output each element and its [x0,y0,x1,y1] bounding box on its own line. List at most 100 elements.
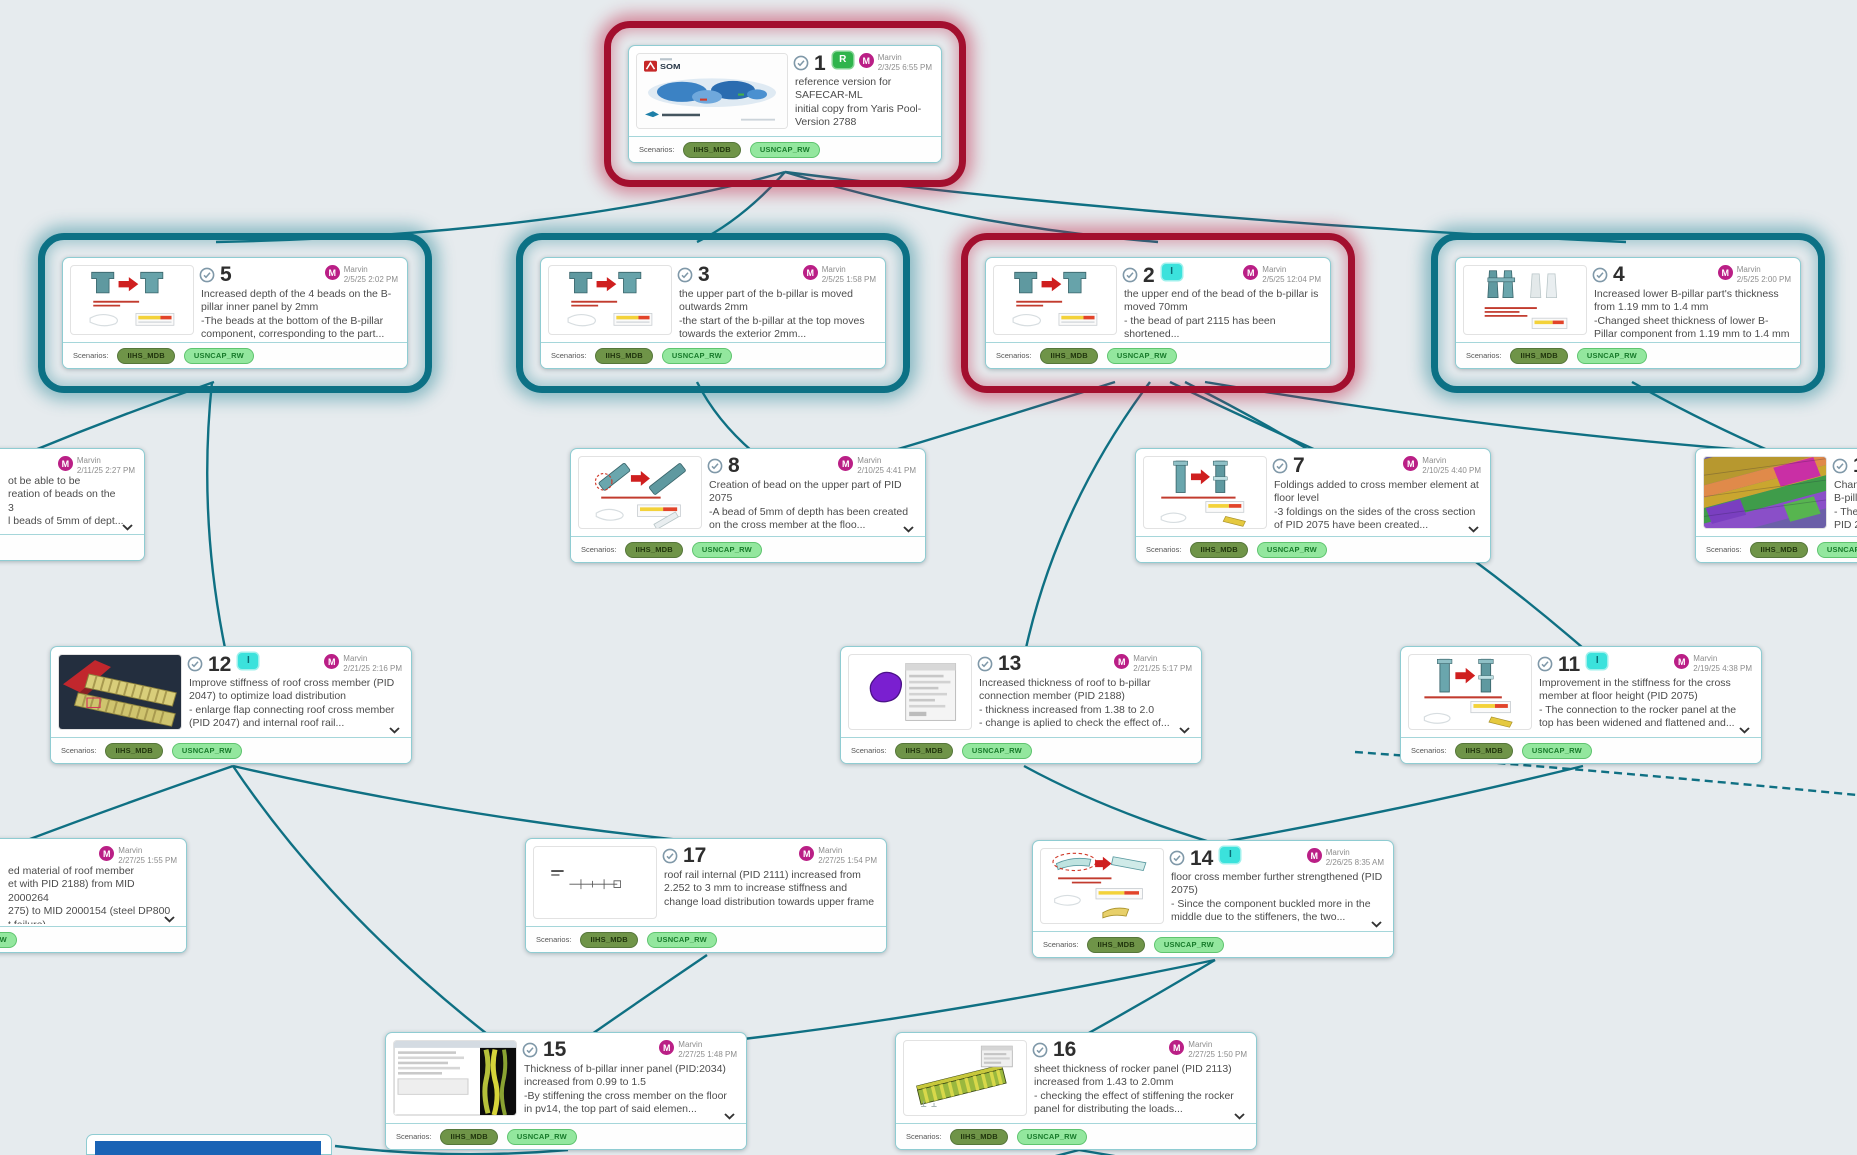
description-text: Increased thickness of roof to b-pillar … [979,677,1170,730]
edge [1086,958,1216,1036]
author-name: Marvin [818,846,843,855]
scenario-pill-usncap-rw: USNCAP_RW [1576,347,1647,364]
author-name: Marvin [821,265,846,274]
scenario-pill-iihs-mdb: IIHS_MDB [625,541,683,558]
status-badge-I: I [238,653,259,669]
description-text: reference version for SAFECAR-ML initial… [795,76,922,129]
version-card-10[interactable]: 10 Change B-pillar - The pa PID 204 Scen… [1695,448,1857,563]
author-name: Marvin [678,1040,703,1049]
timestamp: 2/21/25 2:16 PM [343,663,402,673]
partial-card-bottom-edge[interactable] [86,1134,332,1155]
edge [1221,764,1584,844]
version-card-3[interactable]: 3 M Marvin 2/5/25 1:58 PM the upper part… [540,257,886,369]
version-card-15[interactable]: 15 M Marvin 2/27/25 1:48 PM Thickness of… [385,1032,747,1150]
chevron-down-icon[interactable] [903,526,914,533]
check-circle-icon [1032,1042,1048,1058]
edge [591,954,708,1035]
svg-text:SOM: SOM [660,62,681,71]
timestamp: 2/5/25 12:04 PM [1262,274,1321,284]
description-text: floor cross member further strengthened … [1171,871,1383,924]
version-card-12[interactable]: 12 I M Marvin 2/21/25 2:16 PM Improve st… [50,646,412,764]
scenario-pill-usncap-rw: USNCAP_RW [661,347,732,364]
description-text: Creation of bead on the upper part of PI… [709,479,909,532]
version-card-5[interactable]: 5 M Marvin 2/5/25 2:02 PM Increased dept… [62,257,408,369]
thumbnail-pillar-tall [1463,265,1587,335]
thumbnail-blob-dialog [848,654,972,730]
thumbnail-crash-blue: SOM [636,53,788,129]
version-card-11[interactable]: 11 I M Marvin 2/19/25 4:38 PM Improvemen… [1400,646,1762,764]
scenarios-label: Scenarios: [1411,746,1447,755]
scenario-pill-iihs-mdb: IIHS_MDB [440,1128,498,1145]
version-card-14[interactable]: 14 I M Marvin 2/26/25 8:35 AM floor cros… [1032,840,1394,958]
scenarios-label: Scenarios: [551,351,587,360]
avatar: M [1306,848,1322,863]
timestamp: 2/11/25 2:27 PM [76,465,135,475]
description-text: Change B-pillar - The pa PID 204 [1834,479,1857,532]
status-badge-I: I [1161,264,1182,280]
chevron-down-icon[interactable] [1234,1113,1245,1120]
edge [334,1144,569,1155]
scenarios-bar: Scenarios: IIHS_MDB USNCAP_RW [51,737,411,763]
version-card-17[interactable]: 17 M Marvin 2/27/25 1:54 PM roof rail in… [525,838,887,953]
edge [1078,1148,1116,1155]
check-circle-icon [199,267,215,283]
thumbnail-sketch-plot [533,846,657,919]
edge [206,381,227,649]
avatar: M [1169,1040,1185,1055]
version-card-8[interactable]: 8 M Marvin 2/10/25 4:41 PM Creation of b… [570,448,926,563]
scenario-pill-iihs-mdb: IIHS_MDB [1040,347,1098,364]
check-circle-icon [1592,267,1608,283]
chevron-down-icon[interactable] [1468,526,1479,533]
version-card-2[interactable]: 2 I M Marvin 2/5/25 12:04 PM the upper e… [985,257,1331,369]
check-circle-icon [707,458,723,474]
chevron-down-icon[interactable] [122,524,133,531]
scenarios-bar: Scenarios: IIHS_MDB USNCAP_RW [526,926,886,952]
avatar: M [324,265,340,280]
chevron-down-icon[interactable] [389,727,400,734]
chevron-down-icon[interactable] [1371,921,1382,928]
author-name: Marvin [1262,265,1287,274]
version-card-partial[interactable]: M Marvin 2/27/25 1:55 PM ed material of … [0,838,187,953]
avatar: M [1403,456,1419,471]
author-name: Marvin [1736,265,1761,274]
chevron-down-icon[interactable] [724,1113,735,1120]
chevron-down-icon[interactable] [1739,727,1750,734]
scenarios-bar: Scenarios: IIHS_MDB USNCAP_RW [63,342,407,368]
status-badge-I: I [1587,653,1608,669]
version-card-1[interactable]: SOM 1 R M Marvin 2/3/25 6:55 PM referenc… [628,45,942,163]
version-card-13[interactable]: 13 M Marvin 2/21/25 5:17 PM Increased th… [840,646,1202,764]
scenarios-label: Scenarios: [536,935,572,944]
thumbnail-screenshot-mesh [393,1040,517,1116]
avatar: M [858,53,874,68]
version-card-4[interactable]: 4 M Marvin 2/5/25 2:00 PM Increased lowe… [1455,257,1801,369]
description-text: Increased depth of the 4 beads on the B-… [201,288,392,340]
check-circle-icon [1832,458,1848,474]
edge [232,765,488,1035]
edge [21,764,234,844]
chevron-down-icon[interactable] [164,916,175,923]
scenarios-bar: Scenarios: IIHS_MDB USNCAP_RW [386,1123,746,1149]
scenarios-bar: Scenarios: IIHS_MDB USNCAP_RW [629,136,941,162]
author-name: Marvin [1188,1040,1213,1049]
status-badge-R: R [832,52,853,68]
scenarios-bar: Scenarios: IIHS_MDB USNCAP_RW [1033,931,1393,957]
scenario-pill-usncap-rw: USNCAP_RW [171,742,242,759]
edge [1169,380,1321,454]
author-block: M Marvin 2/21/25 5:17 PM [1114,654,1192,673]
timestamp: 2/21/25 5:17 PM [1133,663,1192,673]
author-block: M Marvin 2/5/25 2:02 PM [324,265,398,284]
version-card-16[interactable]: 16 M Marvin 2/27/25 1:50 PM sheet thickn… [895,1032,1257,1150]
partial-thumbnail-titlebar [95,1141,321,1155]
timestamp: 2/27/25 1:54 PM [818,855,877,865]
scenario-pill-iihs-mdb: IIHS_MDB [1510,347,1568,364]
chevron-down-icon[interactable] [1179,727,1190,734]
avatar: M [324,654,340,669]
scenarios-label: Scenarios: [581,545,617,554]
version-card-7[interactable]: 7 M Marvin 2/10/25 4:40 PM Foldings adde… [1135,448,1491,563]
scenario-pill-usncap-rw: USNCAP_RW [961,742,1032,759]
author-block: M Marvin 2/5/25 12:04 PM [1243,265,1321,284]
version-card-partial[interactable]: M Marvin 2/11/25 2:27 PM ot be able to b… [0,448,145,561]
scenario-pill-usncap-rw: USNCAP_RW [506,1128,577,1145]
scenario-pill-iihs-mdb: IIHS_MDB [105,742,163,759]
